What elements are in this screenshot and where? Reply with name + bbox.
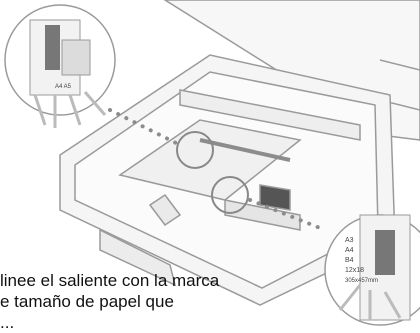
right-zoom-label-5: 305x457mm bbox=[345, 278, 378, 284]
caption-line-3: ... bbox=[0, 313, 15, 332]
caption-line-1: linee el saliente con la marca bbox=[0, 271, 220, 290]
right-zoom-label-1: A3 bbox=[345, 237, 354, 244]
left-zoom-label: A4 A5 bbox=[55, 84, 72, 90]
left-zoom-detail bbox=[4, 4, 116, 128]
guide-highlight-1 bbox=[176, 131, 214, 169]
caption-line-2: e tamaño de papel que bbox=[0, 292, 174, 311]
paper-tray bbox=[59, 54, 396, 306]
instruction-caption: linee el saliente con la marca e tamaño … bbox=[0, 270, 300, 333]
right-zoom-label-3: B4 bbox=[345, 257, 354, 264]
guide-highlight-2 bbox=[211, 176, 249, 214]
right-zoom-label-2: A4 bbox=[345, 247, 354, 254]
dotted-connectors bbox=[108, 108, 327, 232]
right-zoom-label-4: 12x18 bbox=[345, 267, 364, 274]
right-zoom-detail bbox=[324, 214, 420, 326]
